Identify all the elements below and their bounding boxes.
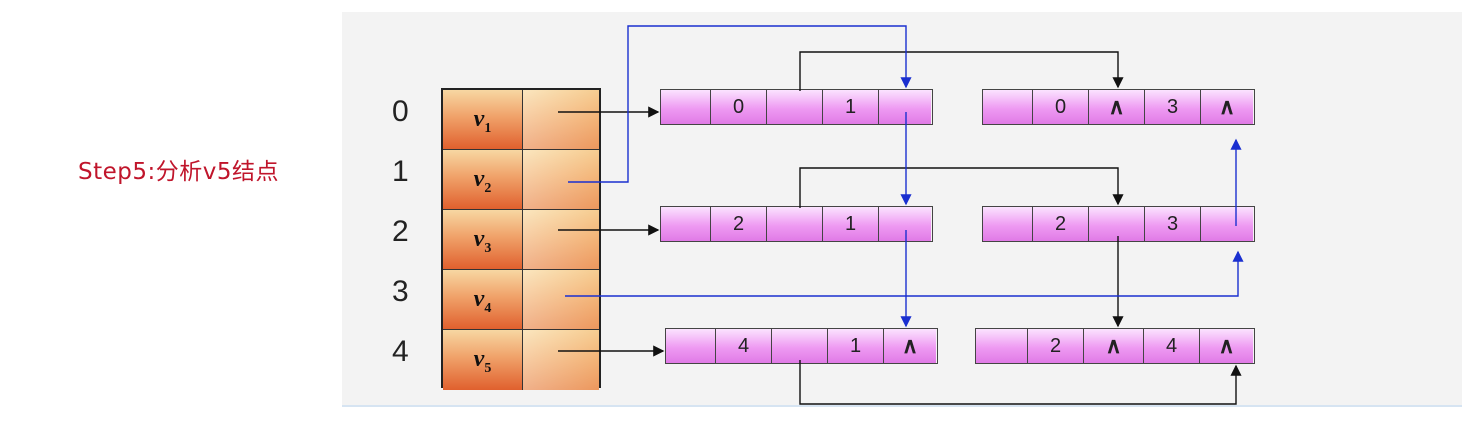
edge-node-2-4: 2 ∧ 4 ∧ <box>975 328 1255 364</box>
vertex-name: v5 <box>443 330 523 390</box>
vertex-row-v5: v5 <box>443 330 599 390</box>
node-ilink-cell <box>767 207 823 241</box>
node-mark-cell <box>661 207 711 241</box>
edge-node-0-3: 0 ∧ 3 ∧ <box>982 89 1255 125</box>
edge-node-0-1: 0 1 <box>660 89 933 125</box>
node-jlink-cell: ∧ <box>1200 329 1253 363</box>
node-jlink-cell: ∧ <box>884 329 936 363</box>
node-ilink-cell <box>767 90 823 124</box>
node-jlink-cell <box>1201 207 1253 241</box>
vertex-row-v4: v4 <box>443 270 599 330</box>
vertex-first-edge-pointer <box>523 270 599 329</box>
node-ivex-cell: 0 <box>711 90 767 124</box>
row-index-4: 4 <box>392 335 409 368</box>
node-ivex-cell: 4 <box>716 329 772 363</box>
ilink-0-1-to-0-3 <box>799 51 1124 91</box>
head-link-v2 <box>568 25 912 183</box>
node-mark-cell <box>661 90 711 124</box>
vertex-name: v4 <box>443 270 523 329</box>
vertex-row-v1: v1 <box>443 90 599 150</box>
step-caption: Step5:分析v5结点 <box>78 159 279 185</box>
edge-node-2-3: 2 3 <box>982 206 1255 242</box>
row-index-2: 2 <box>392 215 409 248</box>
vertex-name: v3 <box>443 210 523 269</box>
node-ilink-cell <box>1089 207 1145 241</box>
node-jlink-cell: ∧ <box>1201 90 1253 124</box>
node-mark-cell <box>983 207 1033 241</box>
ilink-2-1-to-2-3 <box>799 167 1124 208</box>
row-index-3: 3 <box>392 275 409 308</box>
node-ilink-cell <box>772 329 828 363</box>
node-jvex-cell: 3 <box>1145 207 1201 241</box>
edge-node-4-1: 4 1 ∧ <box>665 328 938 364</box>
node-jvex-cell: 1 <box>828 329 884 363</box>
node-ilink-cell: ∧ <box>1089 90 1145 124</box>
ilink-4-1-to-2-4 <box>799 360 1242 405</box>
node-ivex-cell: 2 <box>1028 329 1084 363</box>
vertex-first-edge-pointer <box>523 330 599 390</box>
vertex-first-edge-pointer <box>523 210 599 269</box>
node-jvex-cell: 4 <box>1144 329 1200 363</box>
node-jlink-cell <box>879 207 931 241</box>
vertex-head-table: v1 v2 v3 v4 v5 <box>441 88 601 390</box>
node-mark-cell <box>666 329 716 363</box>
vertex-first-edge-pointer <box>523 150 599 209</box>
panel-bottom-rule <box>342 405 1462 407</box>
row-index-0: 0 <box>392 95 409 128</box>
node-mark-cell <box>976 329 1028 363</box>
vertex-name: v1 <box>443 90 523 149</box>
head-link-v4 <box>565 250 1244 297</box>
row-index-1: 1 <box>392 155 409 188</box>
node-ilink-cell: ∧ <box>1084 329 1144 363</box>
vertex-name: v2 <box>443 150 523 209</box>
node-jlink-cell <box>879 90 931 124</box>
vertex-first-edge-pointer <box>523 90 599 149</box>
vertex-row-v3: v3 <box>443 210 599 270</box>
node-jvex-cell: 1 <box>823 207 879 241</box>
node-mark-cell <box>983 90 1033 124</box>
node-ivex-cell: 2 <box>1033 207 1089 241</box>
edge-node-2-1: 2 1 <box>660 206 933 242</box>
node-jvex-cell: 1 <box>823 90 879 124</box>
node-ivex-cell: 2 <box>711 207 767 241</box>
vertex-row-v2: v2 <box>443 150 599 210</box>
node-ivex-cell: 0 <box>1033 90 1089 124</box>
node-jvex-cell: 3 <box>1145 90 1201 124</box>
